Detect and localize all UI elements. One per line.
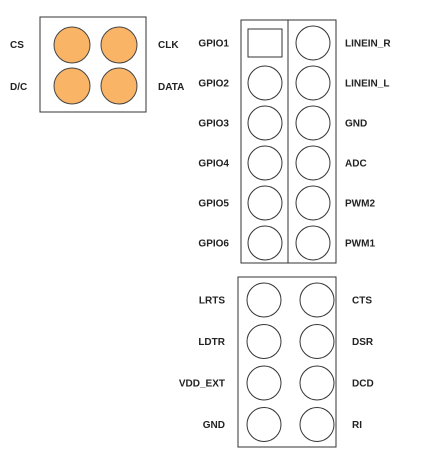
pin-linein-r-0 xyxy=(295,25,331,61)
label-pwm1-5: PWM1 xyxy=(345,239,375,250)
label-linein-r-0: LINEIN_R xyxy=(345,39,391,50)
label-data: DATA xyxy=(158,82,184,93)
small-connector: CS CLK D/C DATA xyxy=(10,16,184,113)
gpio-header: GPIO1 LINEIN_R GPIO2 LINEIN_L GPIO3 GND GPIO4 A… xyxy=(198,19,391,264)
serial-header-outline xyxy=(237,276,337,448)
pin-lrts xyxy=(246,282,282,318)
label-lrts: LRTS xyxy=(199,296,225,307)
pin-vdd-ext xyxy=(246,365,282,401)
label-dsr-1: DSR xyxy=(352,337,374,348)
label-vdd-ext: VDD_EXT xyxy=(179,379,225,390)
label-dcd-2: DCD xyxy=(352,379,374,390)
label-gpio3: GPIO3 xyxy=(198,119,229,130)
label-gnd: GND xyxy=(203,420,225,431)
pin-adc-3 xyxy=(295,145,331,181)
pin-gpio6 xyxy=(247,225,283,261)
label-gpio2: GPIO2 xyxy=(198,79,229,90)
serial-header: LRTS CTS LDTR DSR VDD_EXT DCD GND RI xyxy=(179,276,374,448)
pin-gpio3 xyxy=(247,105,283,141)
label-gpio4: GPIO4 xyxy=(198,159,229,170)
small-connector-outline xyxy=(39,16,147,113)
pin-pwm2-4 xyxy=(295,185,331,221)
label-dc: D/C xyxy=(10,82,27,93)
pin-gpio2 xyxy=(247,65,283,101)
pin-ldtr xyxy=(246,324,282,359)
label-cs: CS xyxy=(10,40,24,51)
label-cts-0: CTS xyxy=(352,296,372,307)
pad-dc xyxy=(53,67,91,105)
label-gnd-2: GND xyxy=(345,119,367,130)
pad-clk xyxy=(100,26,138,64)
pin-cts-0 xyxy=(299,282,335,318)
pin-gnd-2 xyxy=(295,105,331,141)
label-ldtr: LDTR xyxy=(198,337,225,348)
pad-data xyxy=(100,67,138,105)
pin-square-gpio1 xyxy=(247,28,283,58)
pin-dcd-2 xyxy=(299,365,335,401)
label-clk: CLK xyxy=(158,40,179,51)
label-gpio1: GPIO1 xyxy=(198,39,229,50)
pin-linein-l-1 xyxy=(295,65,331,101)
label-adc-3: ADC xyxy=(345,159,367,170)
label-gpio6: GPIO6 xyxy=(198,239,229,250)
label-gpio5: GPIO5 xyxy=(198,199,229,210)
pin-gpio5 xyxy=(247,185,283,221)
label-linein-l-1: LINEIN_L xyxy=(345,79,389,90)
pin-gpio4 xyxy=(247,145,283,181)
pin-gnd xyxy=(246,407,282,442)
pin-ri-3 xyxy=(299,407,335,442)
pin-pwm1-5 xyxy=(295,225,331,261)
label-pwm2-4: PWM2 xyxy=(345,199,375,210)
pad-cs xyxy=(53,26,91,64)
pin-dsr-1 xyxy=(299,324,335,359)
label-ri-3: RI xyxy=(352,420,362,431)
